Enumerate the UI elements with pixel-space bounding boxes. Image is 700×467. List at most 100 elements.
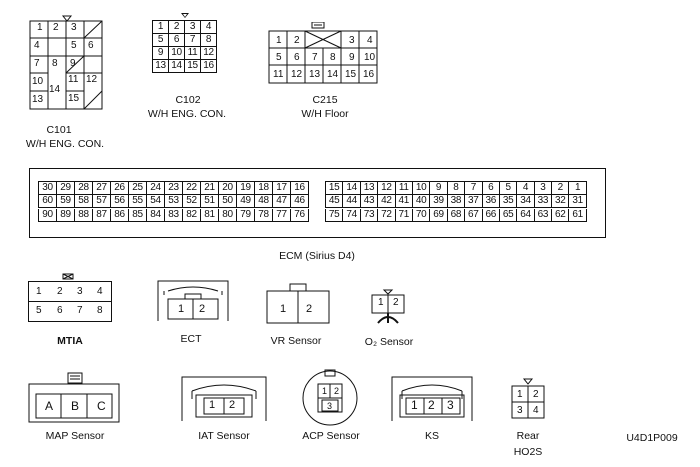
c101-diagram [29,15,103,110]
ecm-pin-89: 89 [56,209,75,222]
ecm-pin-5: 5 [498,181,518,195]
c215-pin-6: 6 [294,52,300,63]
ecm-pin-6: 6 [481,181,500,195]
c101-pin-1: 1 [37,22,43,33]
ecm-pin-27: 27 [92,181,111,195]
acp-sensor-pin-1: 1 [322,386,328,396]
ecm-pin-4: 4 [516,181,535,195]
mtia-latch-icon [62,273,74,280]
ecm-pin-19: 19 [236,181,255,195]
ecm-pin-9: 9 [429,181,448,195]
ect-pin-1: 1 [178,303,185,315]
ecm-pin-69: 69 [429,209,448,222]
ecm-pin-75: 75 [325,209,344,222]
ecm-pin-42: 42 [377,195,396,208]
ecm-pin-54: 54 [146,195,165,208]
c101-pin-2: 2 [53,22,59,33]
c101-pin-7: 7 [34,58,40,69]
ecm-pin-14: 14 [342,181,361,195]
o2-sensor-diagram [371,289,405,324]
mtia-pin-7: 7 [77,305,83,316]
c102-pin-15: 15 [184,59,201,73]
c215-diagram [268,22,378,84]
ecm-pin-50: 50 [218,195,237,208]
c215-pin-16: 16 [363,69,375,80]
c215-pin-11: 11 [273,69,284,80]
ecm-pin-77: 77 [272,209,291,222]
ecm-pin-46: 46 [290,195,309,208]
ecm-pin-13: 13 [359,181,379,195]
acp-sensor-label: ACP Sensor [302,430,360,442]
c102-pin-12: 12 [200,46,217,60]
ecm-pin-78: 78 [254,209,273,222]
c101-pin-12: 12 [86,74,98,85]
ecm-pin-37: 37 [464,195,483,208]
ecm-pin-32: 32 [551,195,570,208]
vr-sensor-label: VR Sensor [270,335,322,347]
mtia-pin-2: 2 [57,286,63,297]
rear-ho2s-label-line1: Rear [516,430,540,442]
acp-sensor-diagram [302,369,358,426]
c102-pin-3: 3 [184,20,201,34]
mtia-pin-1: 1 [36,286,42,297]
ecm-pin-39: 39 [429,195,448,208]
c102-pin-6: 6 [168,33,185,47]
c101-desc: W/H ENG. CON. [25,138,105,150]
map-sensor-pin-c: C [97,399,106,413]
ecm-pin-44: 44 [342,195,361,208]
c102-pin-14: 14 [168,59,185,73]
c101-pin-15: 15 [68,93,80,104]
ecm-pin-53: 53 [164,195,183,208]
c101-pin-6: 6 [88,40,94,51]
c102-pin-1: 1 [152,20,169,34]
ecm-pin-48: 48 [254,195,273,208]
ecm-pin-71: 71 [394,209,413,222]
ecm-pin-22: 22 [182,181,201,195]
mtia-pin-3: 3 [77,286,83,297]
ecm-pin-63: 63 [533,209,553,222]
acp-sensor-pin-2: 2 [334,386,340,396]
mtia-pin-5: 5 [36,305,42,316]
ecm-pin-25: 25 [128,181,147,195]
c102-pin-4: 4 [200,20,217,34]
ect-diagram [157,280,229,321]
ecm-pin-49: 49 [236,195,255,208]
iat-sensor-pin-1: 1 [209,399,216,411]
ecm-pin-65: 65 [498,209,518,222]
ecm-pin-85: 85 [128,209,147,222]
ecm-pin-80: 80 [218,209,237,222]
vr-sensor-diagram [266,283,330,324]
c102-pin-9: 9 [152,46,169,60]
ecm-pin-64: 64 [516,209,535,222]
ecm-pin-86: 86 [110,209,129,222]
c102-pin-16: 16 [200,59,217,73]
c215-code: C215 [312,94,338,106]
c215-pin-15: 15 [345,69,357,80]
ks-diagram [391,376,473,421]
ecm-pin-88: 88 [74,209,93,222]
c215-pin-10: 10 [364,52,376,63]
c102-pin-2: 2 [168,20,185,34]
o2-sensor-pin-1: 1 [378,297,384,308]
figure-code: U4D1P009 [626,432,678,444]
c102-code: C102 [175,94,201,106]
c215-pin-5: 5 [276,52,282,63]
c102-desc: W/H ENG. CON. [147,108,227,120]
ecm-pin-70: 70 [411,209,431,222]
map-sensor-pin-a: A [45,399,54,413]
ect-pin-2: 2 [199,303,206,315]
ecm-pin-59: 59 [56,195,75,208]
ecm-pin-68: 68 [446,209,466,222]
ecm-pin-23: 23 [164,181,183,195]
c101-pin-4: 4 [34,40,40,51]
ecm-pin-35: 35 [498,195,518,208]
c215-desc: W/H Floor [301,108,349,120]
map-sensor-diagram [28,372,120,423]
c215-pin-4: 4 [367,35,373,46]
ks-pin-3: 3 [447,398,454,412]
ecm-pin-81: 81 [200,209,219,222]
ecm-pin-66: 66 [481,209,500,222]
iat-sensor-label: IAT Sensor [198,430,250,442]
